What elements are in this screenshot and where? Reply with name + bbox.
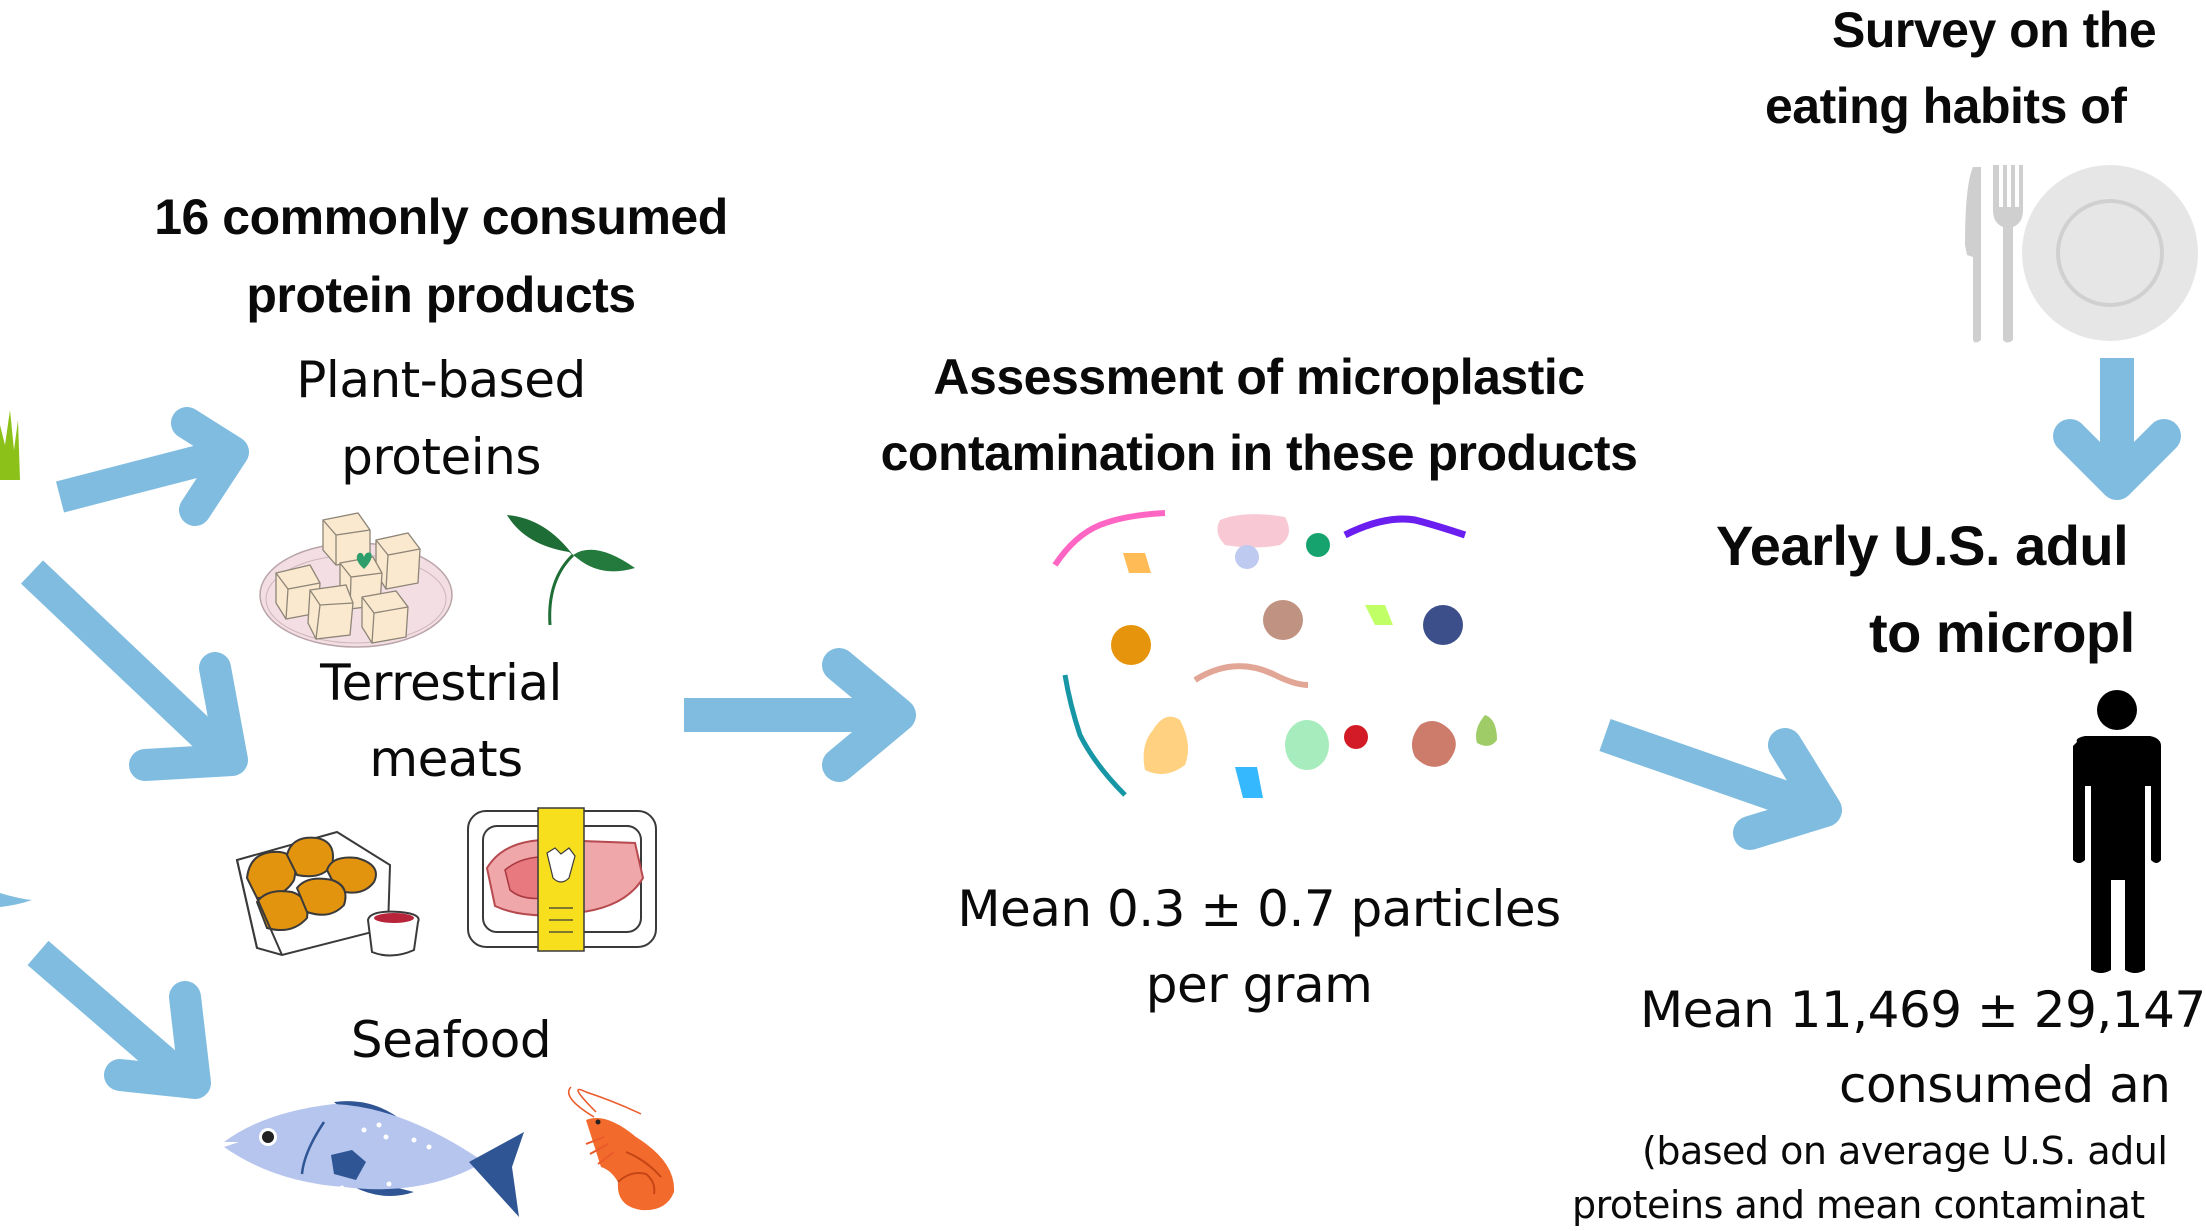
exposure-note-line2: proteins and mean contaminat <box>1572 1183 2145 1227</box>
category-seafood-label: Seafood <box>350 1011 552 1069</box>
category-plant-based-line2: proteins <box>341 428 541 486</box>
assessment-title-line2: contamination in these products <box>880 425 1638 481</box>
contamination-result-line1: Mean 0.3 ± 0.7 particles <box>957 880 1561 938</box>
survey-title-line1: Survey on the <box>1832 2 2157 58</box>
arrow-to-terrestrial-meats <box>20 560 248 781</box>
tofu-plate-icon <box>259 512 453 648</box>
fish-icon <box>224 1101 524 1217</box>
chicken-nuggets-icon <box>235 830 420 957</box>
exposure-title-line1: Yearly U.S. adul <box>1716 514 2129 577</box>
assessment-title-line1: Assessment of microplastic <box>933 349 1585 405</box>
sprout-icon <box>507 515 635 626</box>
shrimp-icon <box>567 1086 675 1211</box>
exposure-result-line2: consumed an <box>1839 1056 2171 1114</box>
exposure-result-line1: Mean 11,469 ± 29,147 <box>1640 981 2206 1039</box>
arrow-to-seafood <box>27 940 211 1099</box>
arrow-to-plant-based <box>55 407 249 526</box>
exposure-title-line2: to micropl <box>1869 601 2135 664</box>
partial-arrow-left-edge <box>0 893 32 907</box>
arrow-to-exposure <box>1599 718 1842 850</box>
contamination-result-line2: per gram <box>1145 956 1373 1014</box>
products-title-line1: 16 commonly consumed <box>154 189 728 245</box>
category-plant-based-line1: Plant-based <box>296 351 586 409</box>
products-title-line2: protein products <box>246 267 636 323</box>
exposure-note-line1: (based on average U.S. adul <box>1642 1129 2168 1173</box>
packaged-steak-icon <box>467 807 657 952</box>
microplastic-particles-icon <box>1052 510 1497 798</box>
arrow-to-assessment <box>684 648 916 782</box>
cutlery-plate-icon <box>1965 165 2198 343</box>
arrow-down-to-exposure <box>2053 358 2181 500</box>
person-icon <box>2073 690 2161 973</box>
grass-icon <box>0 410 20 480</box>
survey-title-line2: eating habits of <box>1765 78 2127 134</box>
category-terrestrial-line2: meats <box>369 730 523 788</box>
category-terrestrial-line1: Terrestrial <box>320 654 562 712</box>
